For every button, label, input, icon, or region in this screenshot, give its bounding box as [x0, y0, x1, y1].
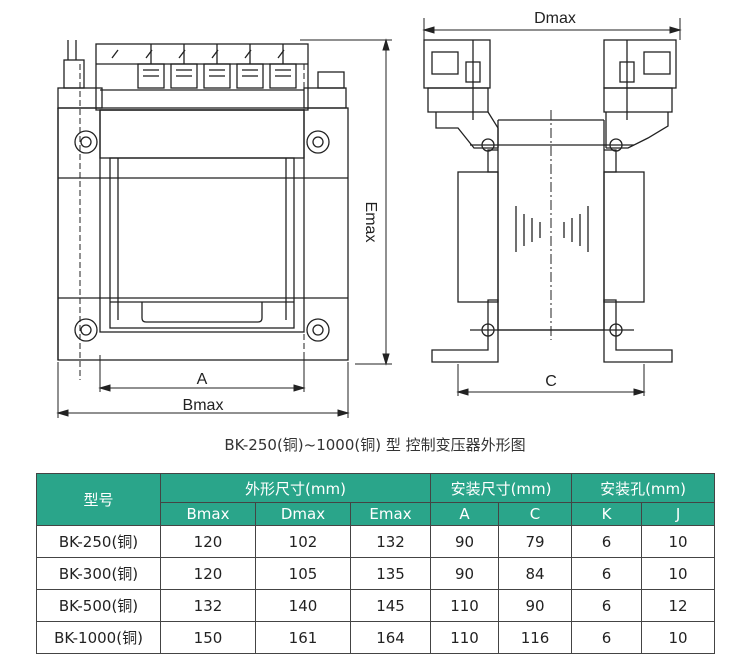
cell-k: 6	[571, 557, 643, 590]
col-header-model: 型号	[36, 473, 161, 526]
cell-c: 90	[498, 589, 573, 622]
side-dimensions	[422, 18, 682, 396]
dim-label-dmax: Dmax	[534, 10, 576, 27]
cell-dmax: 102	[255, 525, 351, 558]
col-header-c: C	[498, 502, 573, 526]
cell-dmax: 161	[255, 621, 351, 654]
dim-label-c: C	[545, 373, 557, 390]
cell-j: 10	[641, 525, 716, 558]
cell-bmax: 132	[160, 589, 256, 622]
side-view	[423, 39, 677, 363]
group-header-outline: 外形尺寸(mm)	[159, 473, 432, 503]
transformer-outline-drawing: A Bmax Dmax Emax C	[56, 10, 682, 418]
cell-a: 90	[430, 525, 500, 558]
cell-k: 6	[571, 621, 643, 654]
cell-a: 90	[430, 557, 500, 590]
table-row: BK-300(铜) 120 105 135 90 84 6 10	[36, 557, 716, 590]
group-header-mount: 安装尺寸(mm)	[430, 473, 573, 503]
col-header-k: K	[571, 502, 643, 526]
cell-j: 10	[641, 621, 716, 654]
spec-table: 型号 外形尺寸(mm) 安装尺寸(mm) 安装孔(mm) Bmax Dmax E…	[36, 473, 716, 654]
cell-j: 10	[641, 557, 716, 590]
cell-emax: 164	[349, 621, 432, 654]
cell-c: 79	[498, 525, 573, 558]
col-header-a: A	[430, 502, 500, 526]
front-view	[57, 40, 349, 361]
cell-bmax: 120	[160, 525, 256, 558]
col-header-bmax: Bmax	[160, 502, 256, 526]
cell-k: 6	[571, 589, 643, 622]
cell-a: 110	[430, 589, 500, 622]
dim-label-bmax: Bmax	[183, 397, 224, 414]
cell-emax: 132	[349, 525, 432, 558]
figure-caption: BK-250(铜)~1000(铜) 型 控制变压器外形图	[224, 436, 526, 454]
col-header-emax: Emax	[349, 502, 432, 526]
group-header-hole: 安装孔(mm)	[571, 473, 716, 503]
cell-dmax: 140	[255, 589, 351, 622]
dim-label-emax: Emax	[362, 202, 379, 243]
cell-k: 6	[571, 525, 643, 558]
table-row: BK-250(铜) 120 102 132 90 79 6 10	[36, 525, 716, 558]
cell-model: BK-250(铜)	[36, 525, 161, 558]
col-header-dmax: Dmax	[255, 502, 351, 526]
cell-j: 12	[641, 589, 716, 622]
dim-label-a: A	[197, 371, 208, 388]
cell-a: 110	[430, 621, 500, 654]
table-subheader-row: Bmax Dmax Emax A C K J	[37, 502, 716, 526]
cell-emax: 145	[349, 589, 432, 622]
cell-model: BK-1000(铜)	[36, 621, 161, 654]
cell-model: BK-500(铜)	[36, 589, 161, 622]
cell-emax: 135	[349, 557, 432, 590]
cell-bmax: 120	[160, 557, 256, 590]
col-header-j: J	[641, 502, 716, 526]
table-row: BK-500(铜) 132 140 145 110 90 6 12	[36, 589, 716, 622]
front-dimensions	[56, 38, 392, 418]
cell-model: BK-300(铜)	[36, 557, 161, 590]
cell-c: 84	[498, 557, 573, 590]
table-header-row: 型号 外形尺寸(mm) 安装尺寸(mm) 安装孔(mm)	[36, 473, 716, 526]
table-row: BK-1000(铜) 150 161 164 110 116 6 10	[36, 621, 716, 654]
cell-bmax: 150	[160, 621, 256, 654]
cell-dmax: 105	[255, 557, 351, 590]
cell-c: 116	[498, 621, 573, 654]
